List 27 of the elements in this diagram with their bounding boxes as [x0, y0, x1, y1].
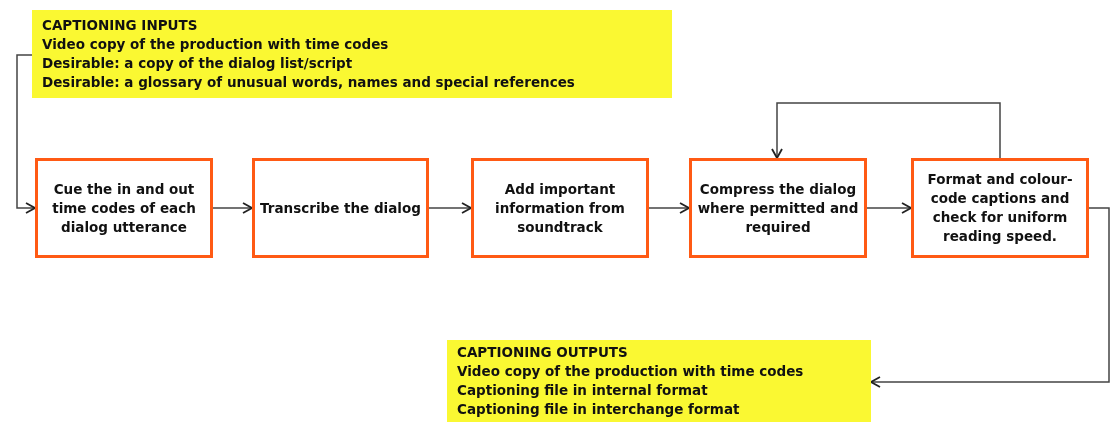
process-text: Transcribe the dialog	[260, 198, 421, 218]
note-line: Desirable: a copy of the dialog list/script	[42, 54, 354, 73]
arrow	[648, 202, 690, 214]
arrow	[771, 102, 1001, 159]
process-text: Compress the dialog where permitted and required	[696, 179, 860, 237]
arrow	[866, 202, 912, 214]
process-box	[911, 158, 1089, 258]
arrow	[16, 54, 36, 214]
note-heading: CAPTIONING INPUTS	[42, 16, 199, 35]
process-box	[35, 158, 213, 258]
note-box	[32, 10, 672, 98]
note-line: Video copy of the production with time codes	[457, 362, 805, 381]
arrow	[212, 202, 253, 214]
process-box	[689, 158, 867, 258]
note-heading: CAPTIONING OUTPUTS	[457, 343, 629, 362]
process-text: Add important information from soundtrack	[494, 179, 626, 237]
note-line: Captioning file in interchange format	[457, 400, 741, 419]
process-box	[471, 158, 649, 258]
process-text: Cue the in and out time codes of each dialog utterance	[51, 179, 197, 237]
process-text: Format and colour-code captions and check for uniform reading speed.	[926, 170, 1074, 246]
note-line: Desirable: a glossary of unusual words, names and special references	[42, 73, 576, 92]
note-line: Video copy of the production with time codes	[42, 35, 390, 54]
note-box	[447, 340, 871, 422]
arrow	[428, 202, 472, 214]
note-line: Captioning file in internal format	[457, 381, 709, 400]
process-box	[252, 158, 429, 258]
arrow	[870, 207, 1110, 388]
